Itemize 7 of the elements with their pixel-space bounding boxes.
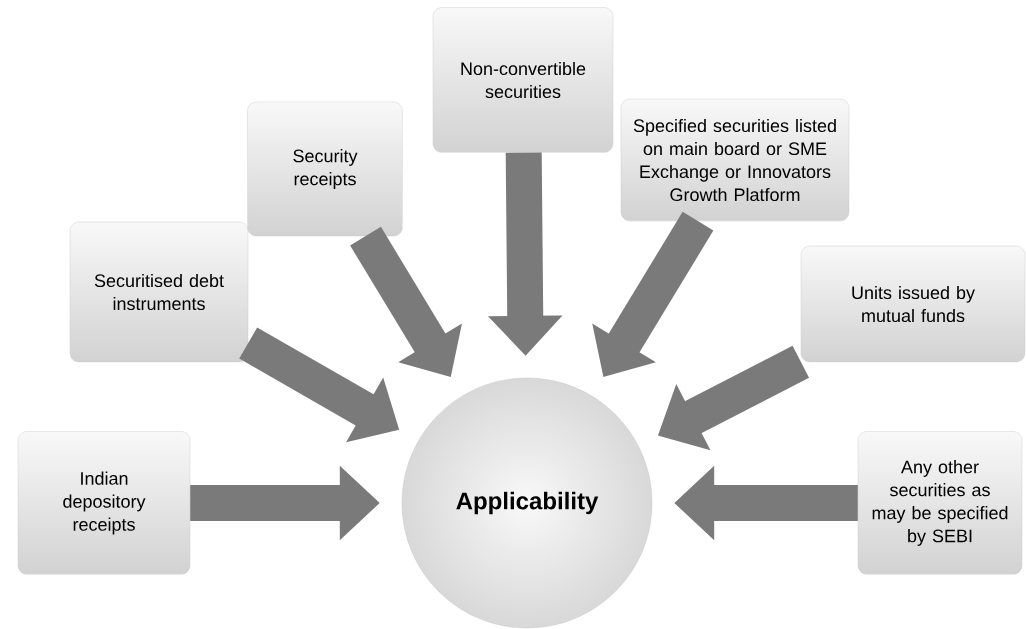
text-box: Security receipts bbox=[247, 101, 403, 237]
text-box: Specified securities listed on main board or SME Exchange or Innovators Growth Platform bbox=[620, 98, 850, 222]
text-box: Indian depository receipts bbox=[17, 431, 191, 575]
text-box: Securitised debt instruments bbox=[69, 221, 249, 363]
text-box: Units issued by mutual funds bbox=[800, 245, 1026, 363]
text-box: Any other securities as may be specified by SEBI bbox=[857, 431, 1023, 575]
text-box: Non-convertible securities bbox=[432, 7, 614, 153]
